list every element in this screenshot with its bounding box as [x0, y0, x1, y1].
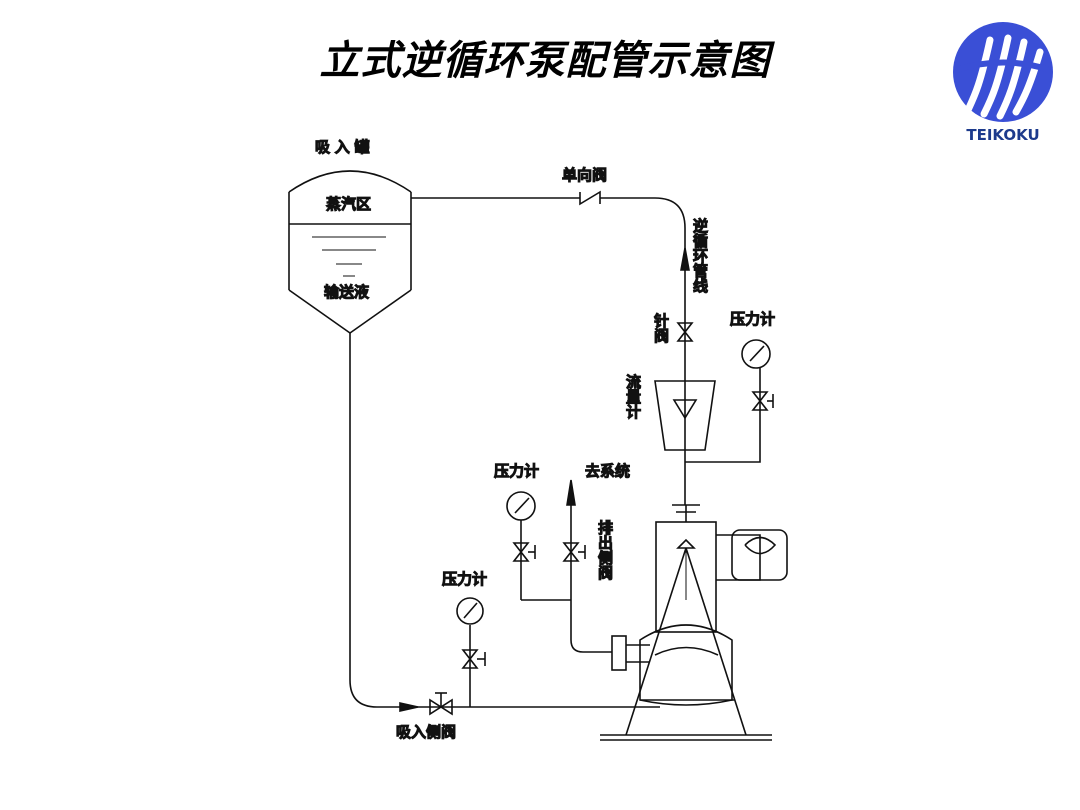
suction-valve-label: 吸入侧阀	[396, 723, 456, 741]
vapor-zone-label: 蒸汽区	[326, 195, 371, 213]
vertical-pump	[611, 504, 788, 706]
needle-valve-label: 针阀	[652, 313, 670, 344]
brand-name: TEIKOKU	[966, 126, 1040, 144]
pressure-gauge-mid-label: 压力计	[494, 462, 539, 480]
pressure-gauge-low-label: 压力计	[442, 570, 487, 588]
flow-meter-label: 流量计	[624, 374, 642, 419]
to-system-label: 去系统	[585, 462, 630, 480]
check-valve-label: 单向阀	[562, 166, 607, 184]
pressure-gauge-top	[685, 339, 774, 463]
check-valve	[579, 190, 601, 206]
suction-valve	[399, 692, 453, 716]
tank-label: 吸 入 罐	[315, 138, 370, 156]
pressure-gauge-low	[456, 597, 486, 707]
teikoku-logo	[953, 22, 1053, 122]
needle-valve	[676, 322, 694, 342]
flow-meter	[654, 380, 716, 451]
pressure-gauge-top-label: 压力计	[730, 310, 775, 328]
reverse-circulation-pipe	[411, 197, 686, 505]
pump-stand	[600, 538, 772, 741]
suction-tank	[288, 170, 412, 334]
suction-pipe	[349, 333, 660, 708]
page-title: 立式逆循环泵配管示意图	[319, 38, 771, 84]
discharge-valve-label: 排出侧阀	[596, 520, 614, 581]
flow-arrow-up	[680, 247, 690, 271]
pressure-gauge-mid	[506, 491, 571, 601]
reverse-line-label: 逆循环管线	[691, 218, 709, 293]
liquid-label: 输送液	[324, 283, 369, 301]
discharge-line	[562, 479, 612, 653]
